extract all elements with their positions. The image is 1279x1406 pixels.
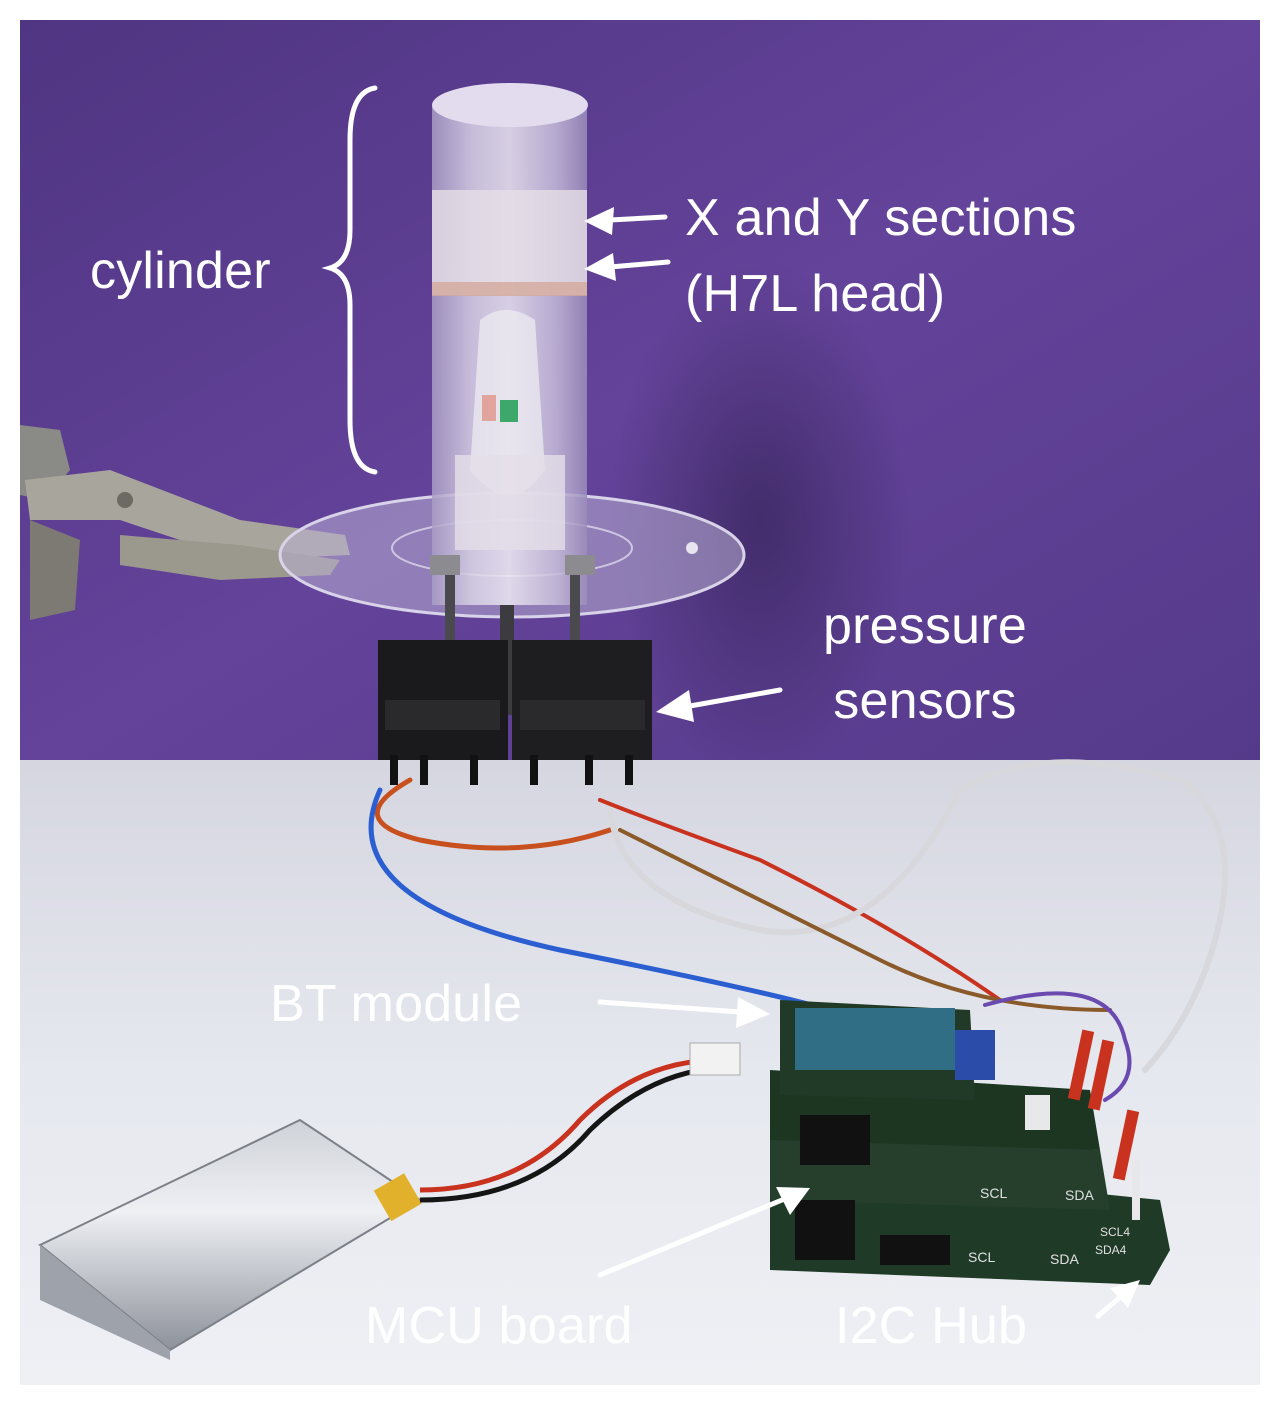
label-pressure: pressure	[823, 597, 1027, 655]
pressure-sensor-blocks	[378, 640, 652, 785]
battery-connector	[689, 1042, 741, 1076]
label-cylinder: cylinder	[90, 242, 271, 300]
label-bt-module: BT module	[270, 975, 523, 1033]
label-x-and-y-sections: X and Y sections	[685, 189, 1077, 247]
silk-sda-2: SDA	[1050, 1251, 1079, 1267]
label-mcu-board: MCU board	[365, 1297, 633, 1355]
silk-scl4: SCL4	[1100, 1225, 1130, 1239]
battery-wire	[419, 1057, 721, 1193]
label-i2c-hub: I2C Hub	[835, 1297, 1028, 1355]
label-h7l-head: (H7L head)	[685, 265, 946, 323]
board-stack: SCL SDA SCL SDA SDA4 SCL4	[770, 1000, 1170, 1285]
cylinder-body	[432, 83, 588, 605]
annotation-arrows	[584, 207, 1140, 1319]
sensor-wires	[368, 759, 1228, 1102]
silk-sda4: SDA4	[1095, 1243, 1127, 1257]
cylinder-brace	[321, 85, 378, 475]
backdrop-shadow	[610, 260, 910, 780]
silk-scl-2: SCL	[968, 1249, 995, 1265]
label-sensors: sensors	[833, 672, 1017, 730]
silk-scl-1: SCL	[980, 1185, 1007, 1201]
silk-sda-1: SDA	[1065, 1187, 1094, 1203]
